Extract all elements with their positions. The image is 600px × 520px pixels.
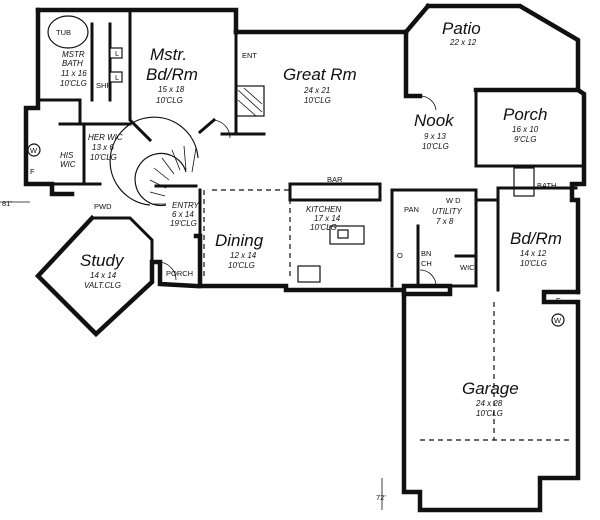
great-room-name: Great Rm: [283, 65, 357, 84]
oven-label: O: [397, 251, 403, 260]
fixtures: [27, 15, 570, 441]
wic-label: WIC: [460, 263, 475, 272]
utility-name: UTILITY: [432, 207, 462, 216]
pantry-label: PAN: [404, 205, 419, 214]
nook-name: Nook: [414, 111, 455, 130]
master-bedroom-name-1: Mstr.: [150, 45, 187, 64]
bench-label-1: BN: [421, 249, 431, 258]
study-walls: [34, 214, 199, 338]
porch-name: Porch: [503, 105, 547, 124]
entry-ceiling: 19'CLG: [170, 219, 197, 228]
shower-label: SHR: [96, 81, 112, 90]
fixture-labels: TUB SHR L L ENT BAR PAN BATH WIC BN CH O…: [2, 28, 562, 502]
kitchen-size: 17 x 14: [314, 214, 341, 223]
lavatory-label-2: L: [115, 73, 119, 82]
depth-dimension-label: 72': [376, 493, 386, 502]
her-wic-ceiling: 10'CLG: [90, 153, 117, 162]
porch-size: 16 x 10: [512, 125, 539, 134]
powder-room-label: PWD: [94, 202, 112, 211]
bench-label-2: CH: [421, 259, 432, 268]
tub-label: TUB: [56, 28, 71, 37]
spiral-staircase: [109, 116, 199, 207]
dining-ceiling: 10'CLG: [228, 261, 255, 270]
dining-name: Dining: [215, 231, 264, 250]
master-bath-ceiling: 10'CLG: [60, 79, 87, 88]
patio-name: Patio: [442, 19, 481, 38]
bath-label: BATH: [537, 181, 556, 190]
nook-size: 9 x 13: [424, 132, 446, 141]
garage-name: Garage: [462, 379, 519, 398]
master-bath-size: 11 x 16: [61, 69, 87, 78]
bedroom-ceiling: 10'CLG: [520, 259, 547, 268]
nook-ceiling: 10'CLG: [422, 142, 449, 151]
furnace-left-label: F: [30, 167, 35, 176]
great-room-ceiling: 10'CLG: [304, 96, 331, 105]
exterior-walls: [23, 2, 587, 513]
washer-left-label: W: [30, 146, 38, 155]
utility-size: 7 x 8: [436, 217, 454, 226]
lavatory-label-1: L: [115, 49, 119, 58]
master-bedroom-name-2: Bd/Rm: [146, 65, 198, 84]
washer-dryer-label: W D: [446, 196, 461, 205]
entry-name: ENTRY: [172, 201, 199, 210]
his-wic-name-1: HIS: [60, 151, 74, 160]
porch-ceiling: 9'CLG: [514, 135, 536, 144]
master-bath-name-1: MSTR: [62, 50, 85, 59]
front-porch-label: PORCH: [166, 269, 193, 278]
study-ceiling: VALT.CLG: [84, 281, 121, 290]
her-wic-name: HER WIC: [88, 133, 123, 142]
interior-walls: [36, 8, 586, 292]
bedroom-size: 14 x 12: [520, 249, 547, 258]
master-bath-name-2: BATH: [62, 59, 83, 68]
entry-size: 6 x 14: [172, 210, 194, 219]
bar-label: BAR: [327, 175, 343, 184]
kitchen-ceiling: 10'CLG: [310, 223, 337, 232]
width-dimension-label: 81': [2, 199, 12, 208]
room-labels: Mstr. Bd/Rm 15 x 18 10'CLG Great Rm 24 x…: [60, 19, 562, 418]
his-wic-name-2: WIC: [60, 160, 76, 169]
dimension-lines: [0, 201, 383, 510]
patio-size: 22 x 12: [449, 38, 477, 47]
entertainment-label: ENT: [242, 51, 257, 60]
washer-right-label: W: [554, 316, 562, 325]
great-room-size: 24 x 21: [303, 86, 330, 95]
master-bedroom-size: 15 x 18: [158, 85, 185, 94]
her-wic-size: 13 x 6: [92, 143, 114, 152]
kitchen-name: KITCHEN: [306, 205, 341, 214]
bedroom-name: Bd/Rm: [510, 229, 562, 248]
study-name: Study: [80, 251, 125, 270]
dining-size: 12 x 14: [230, 251, 257, 260]
garage-ceiling: 10'CLG: [476, 409, 503, 418]
study-size: 14 x 14: [90, 271, 117, 280]
master-bedroom-ceiling: 10'CLG: [156, 96, 183, 105]
furnace-right-label: F: [556, 296, 561, 305]
garage-size: 24 x 28: [475, 399, 503, 408]
